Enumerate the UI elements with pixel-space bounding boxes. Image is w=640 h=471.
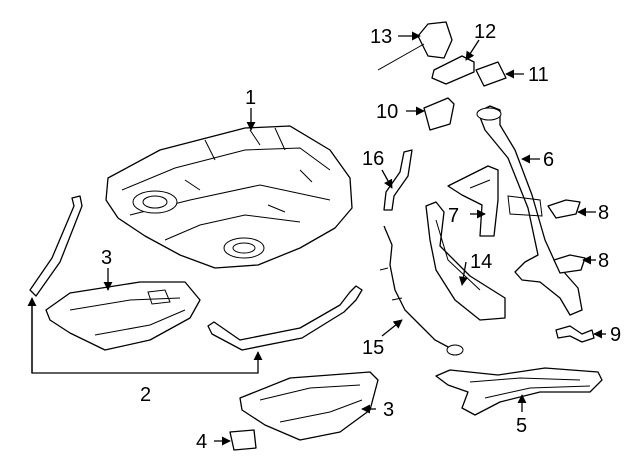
callout-3-upper: 3 (101, 247, 112, 269)
callout-11: 11 (528, 64, 549, 86)
callout-16: 16 (362, 148, 384, 170)
clamp-lower (553, 254, 586, 274)
callout-labels: 1 2 3 3 4 5 6 7 8 8 9 10 11 12 13 14 15 … (101, 21, 621, 453)
vent-hose (383, 149, 413, 211)
clip-part (229, 429, 257, 451)
callout-2: 2 (140, 384, 151, 406)
callout-1: 1 (245, 87, 256, 109)
breather-hose (379, 225, 464, 356)
callout-13: 13 (370, 26, 392, 48)
leader-lines (27, 31, 606, 446)
callout-3-lower: 3 (383, 399, 394, 421)
pipe-shield (425, 201, 506, 321)
filler-pipe (476, 105, 583, 316)
label-sheet (475, 61, 507, 87)
callout-7: 7 (448, 205, 459, 227)
heat-shield-lower (239, 371, 379, 441)
callout-8-upper: 8 (598, 202, 609, 224)
fuel-cap (377, 21, 453, 71)
callout-12: 12 (474, 21, 496, 43)
clamp-upper (547, 199, 581, 219)
callout-10: 10 (376, 101, 398, 123)
callout-6: 6 (543, 149, 554, 171)
tank-straps (29, 195, 363, 351)
heat-shield-upper (45, 281, 201, 351)
callout-4: 4 (196, 431, 207, 453)
valve-part (423, 97, 455, 131)
heat-shield-rear (435, 367, 603, 416)
callout-5: 5 (516, 415, 527, 437)
bracket-small (555, 325, 595, 343)
callout-14: 14 (470, 251, 492, 273)
sensor-bracket (431, 55, 475, 85)
callout-9: 9 (610, 324, 621, 346)
callout-15: 15 (362, 337, 384, 359)
callout-8-lower: 8 (598, 250, 609, 272)
fuel-tank (105, 125, 353, 269)
